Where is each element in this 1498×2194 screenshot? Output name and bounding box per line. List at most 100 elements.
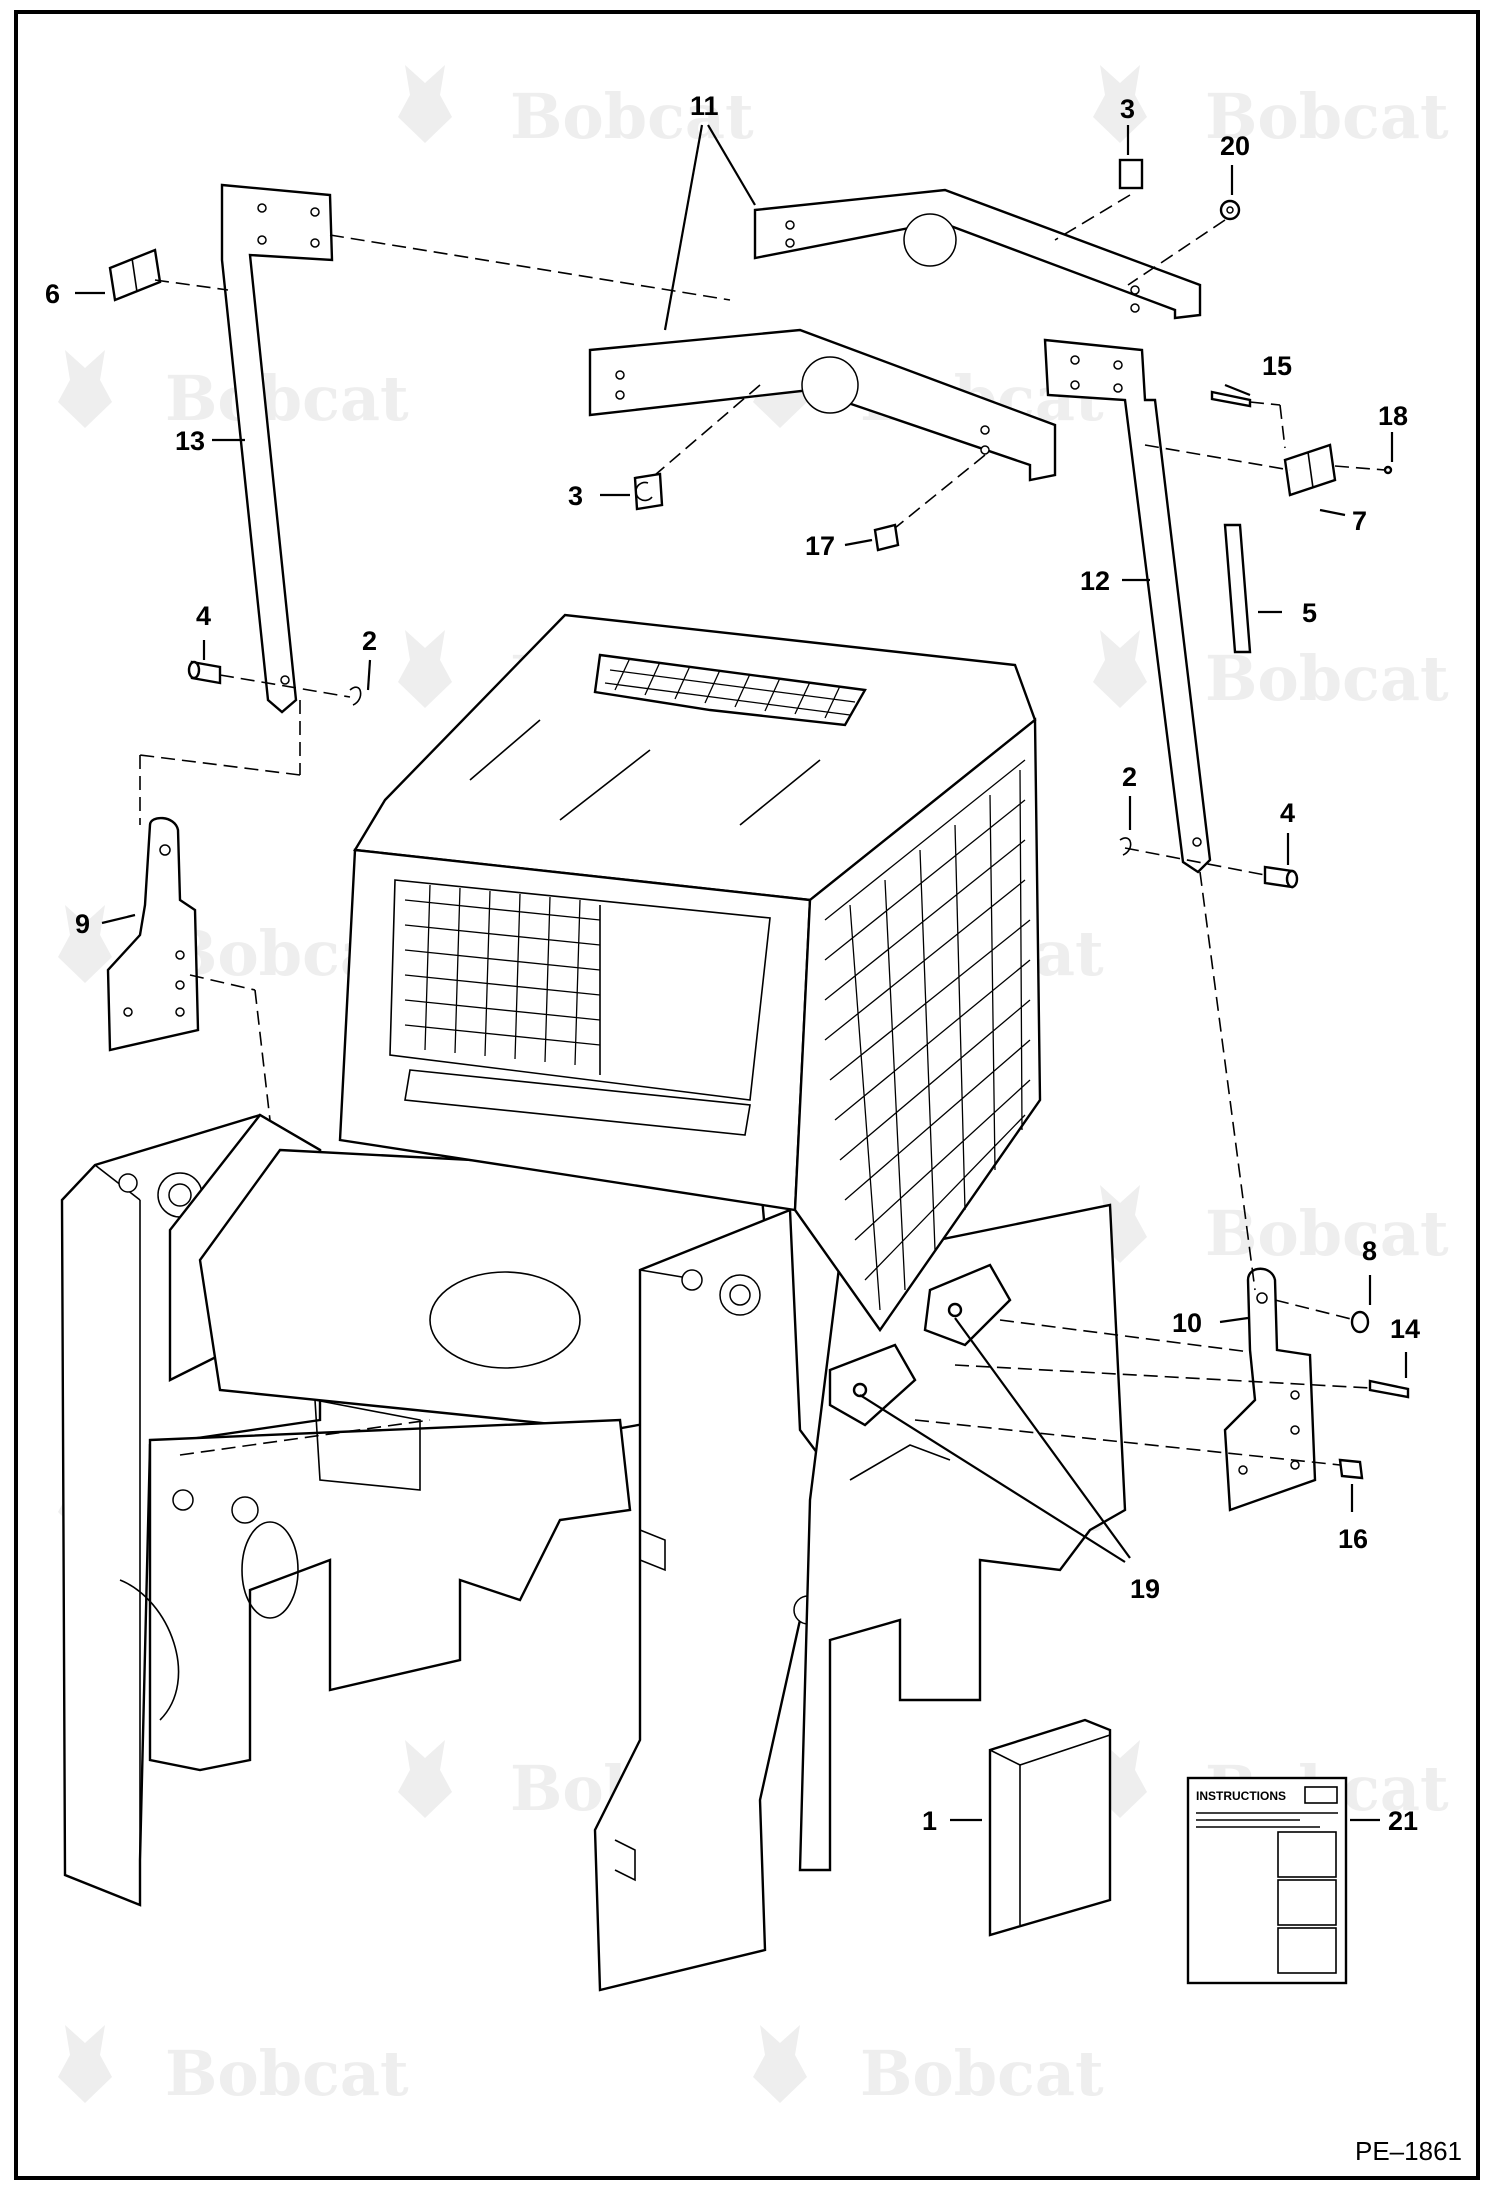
bolt-hole xyxy=(1130,303,1140,313)
bolt-hole xyxy=(980,445,990,455)
watermark-text: Bobcat xyxy=(165,362,409,435)
cab-side-screen xyxy=(793,717,1042,1333)
callout-15: 15 xyxy=(1262,351,1292,381)
watermark: Bobcat xyxy=(1093,1185,1449,1270)
tie-down xyxy=(639,1529,666,1572)
lower-frame xyxy=(148,1418,632,1772)
bobcat-logo-icon xyxy=(398,65,452,143)
assembly-lines xyxy=(139,194,1386,1466)
bolt-hole xyxy=(310,207,320,217)
callout-14: 14 xyxy=(1390,1314,1420,1344)
bolt-hole xyxy=(175,980,185,990)
watermark-text: Bobcat xyxy=(165,2037,409,2110)
bracket-11-front xyxy=(588,328,1057,482)
right-upright xyxy=(593,1208,842,1992)
page-border xyxy=(14,10,1480,2180)
watermark-text: Bobcat xyxy=(1205,642,1449,715)
bobcat-logo-icon xyxy=(753,2025,807,2103)
callout-19: 19 xyxy=(1130,1574,1160,1604)
watermark: Bobcat xyxy=(1093,630,1449,715)
bobcat-logo-icon xyxy=(58,350,112,428)
bolt-hole xyxy=(175,950,185,960)
bolt-hole xyxy=(980,425,990,435)
bolt-hole xyxy=(1070,380,1080,390)
bolt-hole xyxy=(257,235,267,245)
cotter-2b xyxy=(1119,837,1132,856)
bracket-11-rear xyxy=(753,188,1202,320)
callout-7: 7 xyxy=(1352,506,1367,536)
box-outline xyxy=(988,1718,1112,1937)
sheet-figure xyxy=(1277,1879,1337,1926)
pin-head xyxy=(187,660,201,680)
bolt-hole xyxy=(1290,1425,1300,1435)
callout-5: 5 xyxy=(1302,598,1317,628)
callout-8: 8 xyxy=(1362,1236,1377,1266)
side-grille xyxy=(824,759,1031,1311)
bracket-hole xyxy=(903,213,957,267)
weld-plate-19b xyxy=(828,1343,917,1427)
callout-10: 10 xyxy=(1172,1308,1202,1338)
bracket xyxy=(314,1399,421,1491)
pivot-bore xyxy=(118,1173,138,1193)
bushing-8 xyxy=(1350,1310,1370,1334)
bobcat-logo-icon xyxy=(398,1740,452,1818)
callout-2-right: 2 xyxy=(1122,762,1137,792)
leader-lines xyxy=(75,124,1408,1822)
bumper-split xyxy=(131,257,138,293)
plate-9 xyxy=(106,816,200,1052)
callout-11: 11 xyxy=(690,91,719,121)
label-3-top xyxy=(1118,158,1144,190)
nut-bore xyxy=(1226,206,1234,214)
bolt-hole xyxy=(1130,285,1140,295)
bolt-hole xyxy=(123,1007,133,1017)
pin-hole xyxy=(280,675,290,685)
callout-17: 17 xyxy=(805,531,835,561)
callout-18: 18 xyxy=(1378,401,1408,431)
pivot-bore xyxy=(168,1183,192,1207)
strap-13 xyxy=(220,183,334,714)
callout-1: 1 xyxy=(922,1806,937,1836)
sheet-figure xyxy=(1277,1831,1337,1878)
callout-3-clip: 3 xyxy=(568,481,583,511)
cotter-2a xyxy=(349,686,362,706)
edge-line xyxy=(94,1164,141,1201)
bolt-hole xyxy=(615,370,625,380)
clip-3 xyxy=(633,472,664,511)
front-lower-grille xyxy=(404,1069,751,1136)
bolt-hole xyxy=(1290,1460,1300,1470)
bolt-hole xyxy=(785,220,795,230)
callout-16: 16 xyxy=(1338,1524,1368,1554)
weld-nut xyxy=(947,1302,963,1318)
bolt-14 xyxy=(1368,1379,1410,1399)
instructions-sheet: INSTRUCTIONS xyxy=(1186,1776,1348,1985)
tie-down xyxy=(614,1839,636,1882)
bolt-hole xyxy=(1113,360,1123,370)
callout-4-right: 4 xyxy=(1280,798,1295,828)
bumper-split xyxy=(1307,451,1314,489)
watermark: Bobcat xyxy=(58,2025,409,2110)
watermark-text: Bobcat xyxy=(510,80,754,153)
nut-18 xyxy=(1383,465,1393,475)
clip-hook xyxy=(635,481,653,502)
watermark-text: Bobcat xyxy=(1205,80,1449,153)
roof-edge xyxy=(354,799,386,851)
roof-grille-bars xyxy=(604,657,856,719)
top-brackets xyxy=(588,188,1202,482)
bolt-hole xyxy=(1238,1465,1248,1475)
watermark: Bobcat xyxy=(1093,65,1449,153)
bolt-hole xyxy=(785,238,795,248)
bolt-17 xyxy=(873,523,900,552)
hardware xyxy=(108,158,1410,1480)
pivot-bore xyxy=(729,1284,751,1306)
front-grille xyxy=(404,884,601,1066)
strap-12 xyxy=(1043,338,1212,874)
side-plates xyxy=(106,816,1317,1512)
bolt-hole xyxy=(1113,383,1123,393)
roof-ribs xyxy=(469,719,821,826)
bobcat-logo-icon xyxy=(58,2025,112,2103)
front-window xyxy=(389,879,771,1101)
frame-curve xyxy=(119,1579,180,1721)
callout-13: 13 xyxy=(175,426,205,456)
frame-cutout xyxy=(241,1521,299,1619)
